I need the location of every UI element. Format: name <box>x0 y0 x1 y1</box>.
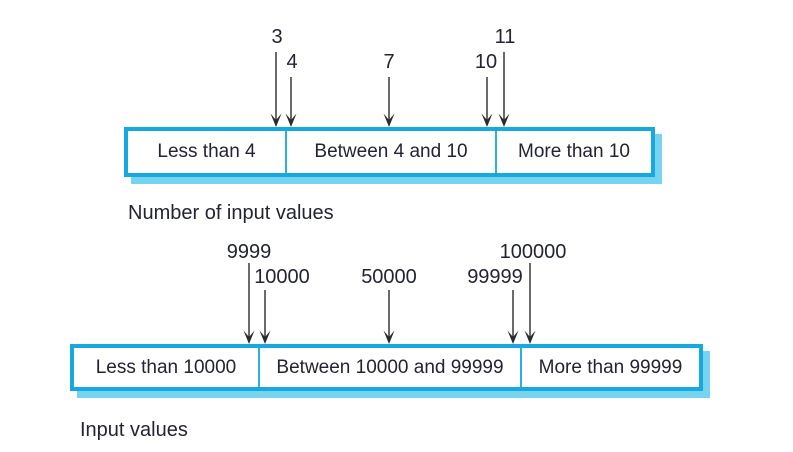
arrowhead-icon <box>498 113 510 127</box>
pointer-label-10: 10 <box>474 51 498 73</box>
pointer-label-3: 3 <box>271 26 283 48</box>
partition-cell-less-than-4: Less than 4 <box>128 131 285 173</box>
pointer-label-99999: 99999 <box>467 266 523 288</box>
partition-cell-between-10000-and-99999: Between 10000 and 99999 <box>258 348 520 387</box>
pointer-label-10000: 10000 <box>254 266 310 288</box>
arrowhead-icon <box>524 330 536 344</box>
partition-cell-more-than-99999: More than 99999 <box>520 348 699 387</box>
arrowhead-icon <box>270 113 282 127</box>
arrowhead-icon <box>383 330 395 344</box>
pointer-label-11: 11 <box>494 26 516 48</box>
arrowhead-icon <box>507 330 519 344</box>
bottom-bar-caption: Input values <box>80 419 188 441</box>
partition-bar-number-of-input-values: Less than 4 Between 4 and 10 More than 1… <box>124 127 655 177</box>
partition-cell-label: Between 4 and 10 <box>314 141 468 162</box>
partition-cell-label: Between 10000 and 99999 <box>276 356 504 378</box>
arrowhead-icon <box>481 113 493 127</box>
pointer-label-100000: 100000 <box>499 241 567 263</box>
partition-cell-label: Less than 4 <box>157 141 256 162</box>
pointer-label-7: 7 <box>383 51 395 73</box>
partition-cell-more-than-10: More than 10 <box>495 131 651 173</box>
arrowhead-icon <box>259 330 271 344</box>
top-bar-caption: Number of input values <box>128 202 334 224</box>
partition-cell-less-than-10000: Less than 10000 <box>74 348 258 387</box>
pointer-label-50000: 50000 <box>361 266 417 288</box>
arrowhead-icon <box>285 113 297 127</box>
partition-cell-label: Less than 10000 <box>95 356 237 378</box>
arrowhead-icon <box>243 330 255 344</box>
pointer-label-9999: 9999 <box>226 241 272 263</box>
partition-bar-input-values: Less than 10000 Between 10000 and 99999 … <box>70 344 703 391</box>
arrowhead-icon <box>383 113 395 127</box>
partition-cell-label: More than 10 <box>518 141 630 162</box>
pointer-label-4: 4 <box>286 51 298 73</box>
partition-cell-between-4-and-10: Between 4 and 10 <box>285 131 495 173</box>
partition-cell-label: More than 99999 <box>538 356 683 378</box>
